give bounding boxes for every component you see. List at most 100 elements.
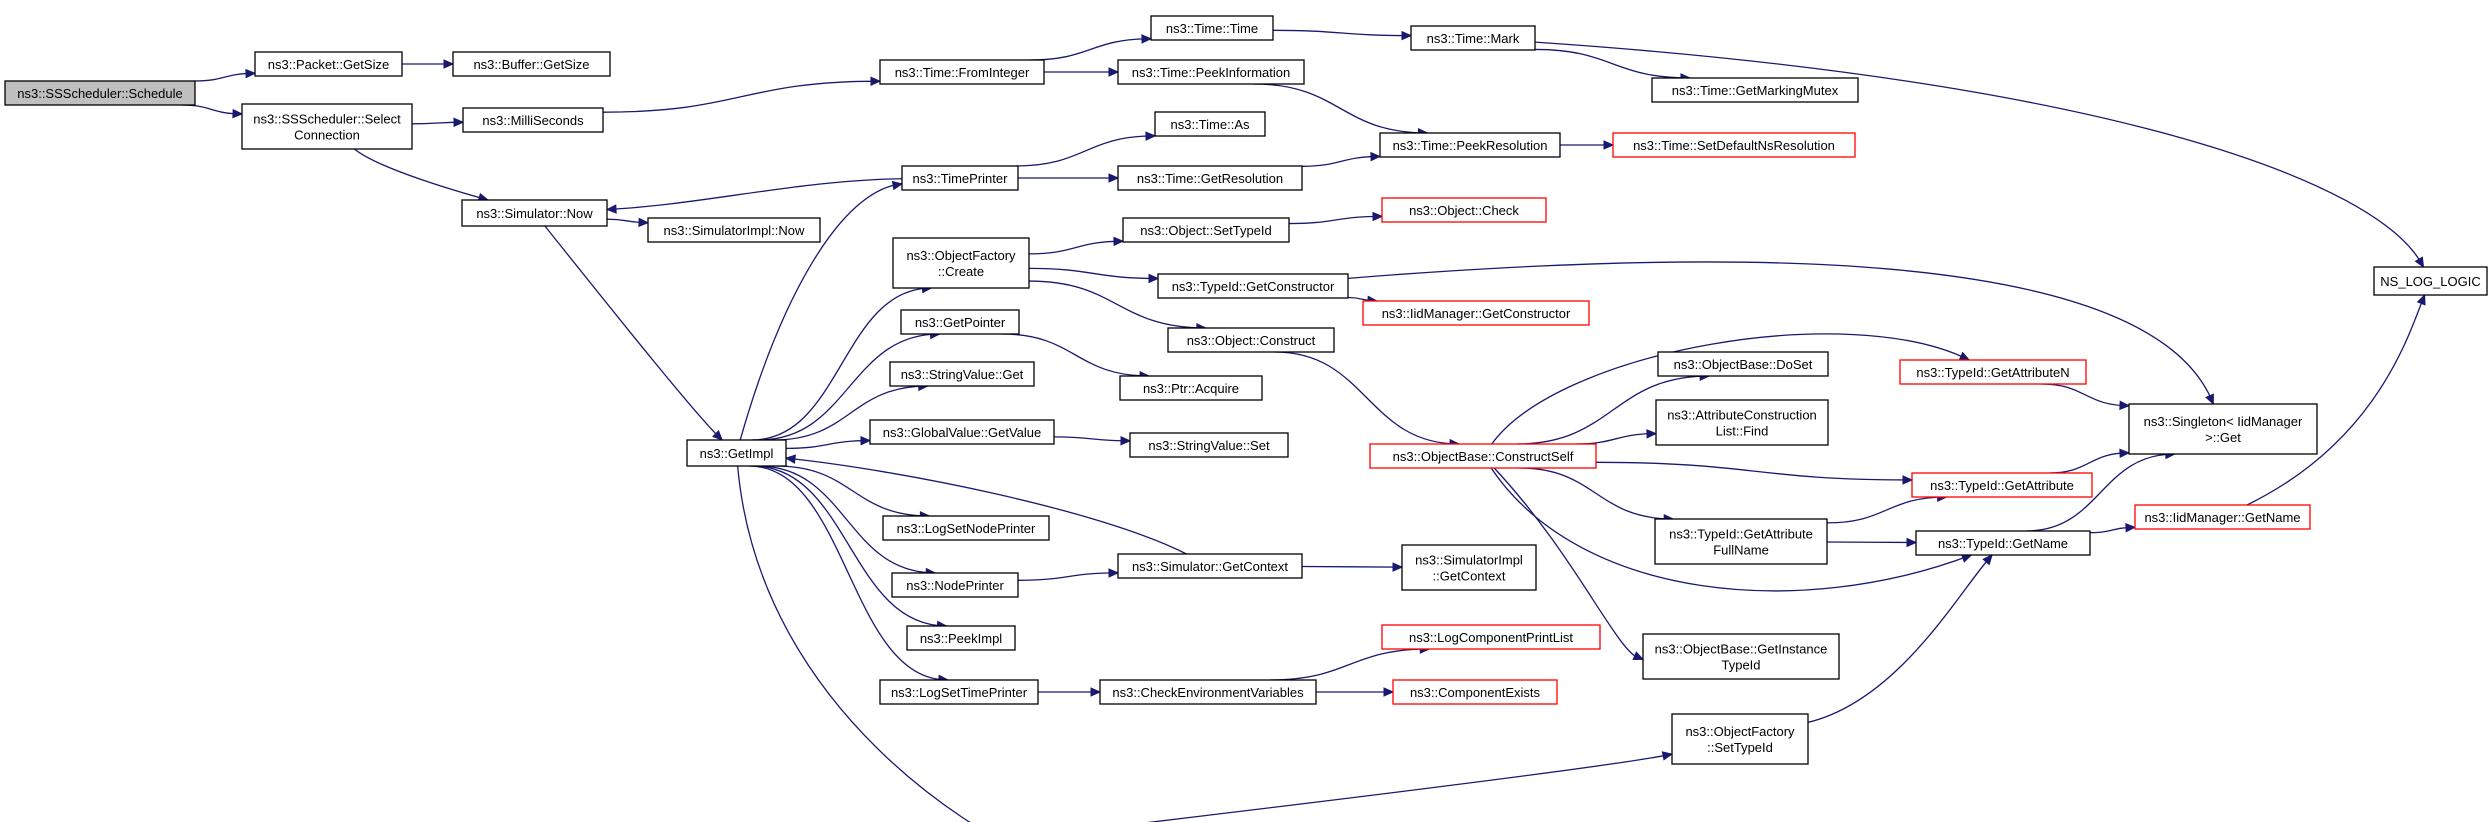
- node-box: [869, 419, 1055, 445]
- node-box: [1150, 15, 1274, 41]
- edge-getimpl-to-stringvalue_get: [773, 385, 928, 441]
- node-time-getmarkingmutex[interactable]: ns3::Time::GetMarkingMutex: [1651, 77, 1859, 103]
- arrowhead-time_getresolution-to-time_peekresolution: [1370, 151, 1382, 162]
- edge-typeid_getattribute-to-singleton_get: [2049, 452, 2130, 474]
- node-time-peekinformation[interactable]: ns3::Time::PeekInformation: [1117, 59, 1305, 85]
- arrowhead-time_time-to-time_mark: [1401, 30, 1413, 41]
- node-label: >::Get: [2205, 430, 2241, 445]
- node-checkenvironmentvariables[interactable]: ns3::CheckEnvironmentVariables: [1099, 679, 1317, 705]
- node-label: Connection: [294, 128, 360, 143]
- edge-objectbase_constructself-to-attributeconstructionlist_find: [1575, 432, 1657, 445]
- node-objectfactory-settypeid[interactable]: ns3::ObjectFactory::SetTypeId: [1671, 713, 1809, 765]
- node-time-mark[interactable]: ns3::Time::Mark: [1410, 25, 1536, 51]
- edge-typeid_getattributen-to-singleton_get: [2041, 383, 2130, 407]
- node-label: ns3::SimulatorImpl: [1415, 553, 1523, 568]
- node-ns-log-logic[interactable]: NS_LOG_LOGIC: [2373, 266, 2488, 296]
- edge-objectbase_constructself-to-typeid_getattribute: [1595, 461, 1913, 481]
- arrowhead-globalvalue_getvalue-to-stringvalue_set: [1120, 435, 1132, 446]
- node-simulatorimpl-getcontext[interactable]: ns3::SimulatorImpl::GetContext: [1401, 544, 1537, 591]
- edge-getimpl-to-timeprinter: [739, 183, 903, 441]
- node-schedule[interactable]: ns3::SSScheduler::Schedule: [4, 80, 196, 106]
- node-time-as[interactable]: ns3::Time::As: [1154, 111, 1266, 137]
- edge-objectfactory_settypeid-to-typeid_getname: [1807, 554, 1993, 724]
- node-stringvalue-set[interactable]: ns3::StringValue::Set: [1129, 432, 1289, 458]
- node-simulator-now[interactable]: ns3::Simulator::Now: [461, 199, 608, 227]
- node-typeid-getattributen[interactable]: ns3::TypeId::GetAttributeN: [1899, 359, 2087, 385]
- node-label: FullName: [1713, 543, 1769, 558]
- node-globalvalue-getvalue[interactable]: ns3::GlobalValue::GetValue: [869, 419, 1055, 445]
- node-box: [2128, 403, 2318, 455]
- node-box: [1369, 443, 1597, 469]
- node-logcomponentprintlist[interactable]: ns3::LogComponentPrintList: [1381, 624, 1601, 650]
- node-object-construct[interactable]: ns3::Object::Construct: [1167, 327, 1335, 353]
- edge-time_frominteger-to-time_time: [1030, 38, 1152, 61]
- edge-globalvalue_getvalue-to-stringvalue_set: [1053, 436, 1131, 442]
- node-objectbase-doset[interactable]: ns3::ObjectBase::DoSet: [1657, 351, 1829, 377]
- node-time-getresolution[interactable]: ns3::Time::GetResolution: [1117, 165, 1303, 191]
- node-timeprinter[interactable]: ns3::TimePrinter: [901, 165, 1019, 191]
- node-box: [1129, 432, 1289, 458]
- node-label: ns3::Time::GetResolution: [1137, 171, 1283, 186]
- node-label: ns3::Time::PeekInformation: [1132, 65, 1290, 80]
- edge-getimpl-to-objectfactory_settypeid: [736, 465, 1673, 822]
- edge-objectbase_constructself-to-objectbase_getinstancetypeid: [1493, 467, 1644, 660]
- node-iidmanager-getconstructor[interactable]: ns3::IidManager::GetConstructor: [1362, 300, 1590, 326]
- node-label: ns3::Time::SetDefaultNsResolution: [1633, 138, 1835, 153]
- node-box: [1657, 351, 1829, 377]
- node-label: ns3::IidManager::GetConstructor: [1382, 306, 1571, 321]
- node-typeid-getconstructor[interactable]: ns3::TypeId::GetConstructor: [1157, 273, 1349, 299]
- node-singleton-get[interactable]: ns3::Singleton< IidManager >::Get: [2128, 403, 2318, 455]
- node-box: [2373, 266, 2488, 296]
- node-label: ns3::SimulatorImpl::Now: [664, 223, 805, 238]
- edge-objectbase_constructself-to-typeid_getattributen: [1491, 333, 1970, 445]
- node-buffer-getsize[interactable]: ns3::Buffer::GetSize: [452, 51, 611, 77]
- arrowhead-nodeprinter-to-simulator_getcontext: [1108, 568, 1120, 578]
- node-box: [1381, 624, 1601, 650]
- node-time-setdefaultnsresolution[interactable]: ns3::Time::SetDefaultNsResolution: [1612, 132, 1856, 158]
- node-objectbase-constructself[interactable]: ns3::ObjectBase::ConstructSelf: [1369, 443, 1597, 469]
- node-box: [1117, 553, 1303, 579]
- node-time-peekresolution[interactable]: ns3::Time::PeekResolution: [1379, 132, 1561, 158]
- node-typeid-getattribute[interactable]: ns3::TypeId::GetAttribute: [1911, 472, 2093, 498]
- node-logsetnodeprinter[interactable]: ns3::LogSetNodePrinter: [882, 515, 1050, 541]
- arrowhead-simulator_now-to-getimpl: [712, 429, 723, 441]
- node-box: [1154, 111, 1266, 137]
- node-label: ns3::Object::Construct: [1187, 333, 1316, 348]
- node-label: ns3::Simulator::GetContext: [1132, 559, 1288, 574]
- arrowhead-typeid_getattributefullname-to-typeid_getname: [1906, 537, 1918, 548]
- node-label: ns3::LogSetNodePrinter: [897, 521, 1036, 536]
- node-box: [1379, 132, 1561, 158]
- arrowhead-getimpl-to-timeprinter: [891, 180, 904, 191]
- node-box: [1651, 77, 1859, 103]
- node-box: [1911, 472, 2093, 498]
- node-packet-getsize[interactable]: ns3::Packet::GetSize: [254, 51, 403, 77]
- node-iidmanager-getname[interactable]: ns3::IidManager::GetName: [2134, 504, 2311, 530]
- node-object-settypeid[interactable]: ns3::Object::SetTypeId: [1122, 217, 1290, 243]
- edge-getpointer-to-ptr_acquire: [1001, 333, 1150, 377]
- node-getpointer[interactable]: ns3::GetPointer: [900, 309, 1020, 335]
- node-box: [2134, 504, 2311, 530]
- arrowhead-objectbase_constructself-to-typeid_getattribute: [1902, 475, 1914, 485]
- node-simulator-getcontext[interactable]: ns3::Simulator::GetContext: [1117, 553, 1303, 579]
- arrowhead-packet_getsize-to-buffer_getsize: [443, 59, 455, 69]
- node-peekimpl[interactable]: ns3::PeekImpl: [906, 625, 1016, 651]
- node-getimpl[interactable]: ns3::GetImpl: [686, 439, 787, 467]
- node-objectfactory-create[interactable]: ns3::ObjectFactory::Create: [892, 237, 1030, 289]
- node-nodeprinter[interactable]: ns3::NodePrinter: [891, 572, 1019, 598]
- node-typeid-getname[interactable]: ns3::TypeId::GetName: [1915, 530, 2091, 556]
- node-stringvalue-get[interactable]: ns3::StringValue::Get: [889, 361, 1035, 387]
- node-time-frominteger[interactable]: ns3::Time::FromInteger: [879, 59, 1045, 85]
- node-componentexists[interactable]: ns3::ComponentExists: [1392, 679, 1558, 705]
- node-ptr-acquire[interactable]: ns3::Ptr::Acquire: [1119, 375, 1263, 401]
- node-milliseconds[interactable]: ns3::MilliSeconds: [462, 107, 604, 133]
- node-label: ns3::Buffer::GetSize: [473, 57, 589, 72]
- node-simulatorimpl-now[interactable]: ns3::SimulatorImpl::Now: [647, 217, 821, 243]
- node-logsettimeprinter[interactable]: ns3::LogSetTimePrinter: [879, 679, 1039, 705]
- node-time-time[interactable]: ns3::Time::Time: [1150, 15, 1274, 41]
- node-object-check[interactable]: ns3::Object::Check: [1381, 197, 1547, 223]
